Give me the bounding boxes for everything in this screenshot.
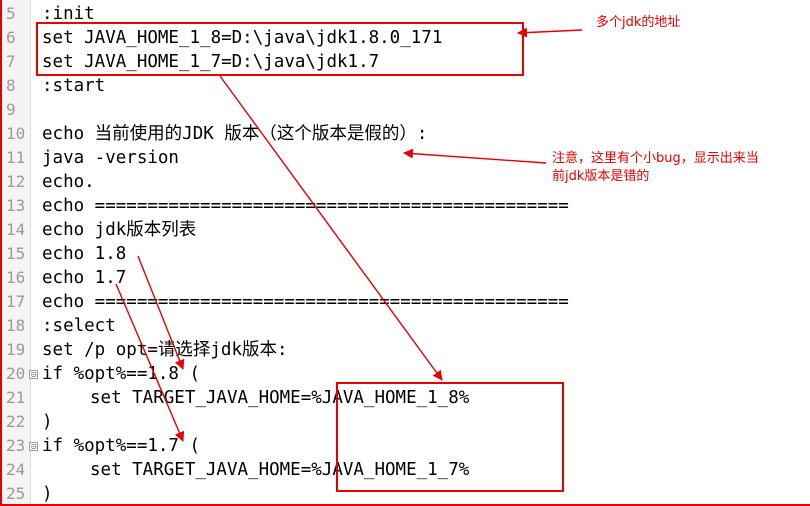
arrow-paths-to-vars	[219, 75, 443, 381]
line-number: 6	[6, 28, 16, 47]
annotation-note-bug-line2: 前jdk版本是错的	[552, 169, 650, 184]
line-number: 7	[6, 52, 16, 71]
line-number: 16	[6, 268, 26, 287]
code-text[interactable]: set TARGET_JAVA_HOME=%JAVA_HOME_1_8%	[90, 388, 470, 408]
code-line[interactable]: 6 set JAVA_HOME_1_8=D:\java\jdk1.8.0_171	[0, 26, 810, 50]
line-number: 5	[6, 4, 16, 23]
highlight-box-java-home-vars	[336, 382, 564, 492]
arrow-18-to-if	[137, 255, 185, 370]
line-number: 20	[6, 364, 26, 383]
code-text[interactable]: )	[42, 484, 53, 504]
line-number: 8	[6, 76, 16, 95]
code-line[interactable]: 7 set JAVA_HOME_1_7=D:\java\jdk1.7	[0, 50, 810, 74]
code-text[interactable]: set JAVA_HOME_1_8=D:\java\jdk1.8.0_171	[42, 28, 443, 48]
code-text[interactable]: :start	[42, 76, 106, 96]
code-text[interactable]: echo ===================================…	[42, 196, 569, 216]
line-number: 24	[6, 460, 26, 479]
line-number: 10	[6, 124, 26, 143]
code-line[interactable]: 11 java -version	[0, 146, 810, 170]
code-line[interactable]: 16 echo 1.7	[0, 266, 810, 290]
code-text[interactable]: echo.	[42, 172, 95, 192]
line-number: 17	[6, 292, 26, 311]
line-number: 14	[6, 220, 26, 239]
line-number: 22	[6, 412, 26, 431]
fold-toggle-icon[interactable]: ⊟	[29, 370, 38, 379]
code-text[interactable]: echo 当前使用的JDK 版本（这个版本是假的）:	[42, 124, 428, 144]
code-text[interactable]: echo 1.7	[42, 268, 127, 288]
code-line[interactable]: 10 echo 当前使用的JDK 版本（这个版本是假的）:	[0, 122, 810, 146]
annotation-note-bug: 注意，这里有个小bug，显示出来当 前jdk版本是错的	[552, 150, 802, 186]
code-line[interactable]: 17 echo ================================…	[0, 290, 810, 314]
code-line[interactable]: 8 :start	[0, 74, 810, 98]
code-line[interactable]: 25 )	[0, 482, 810, 506]
line-number: 12	[6, 172, 26, 191]
line-number: 9	[6, 100, 16, 119]
code-text[interactable]: :select	[42, 316, 116, 336]
code-line[interactable]: 9	[0, 98, 810, 122]
line-number: 11	[6, 148, 26, 167]
code-line[interactable]: 5 :init	[0, 2, 810, 26]
line-number: 15	[6, 244, 26, 263]
line-number: 21	[6, 388, 26, 407]
line-number: 23	[6, 436, 26, 455]
annotation-note-bug-line1: 注意，这里有个小bug，显示出来当	[552, 151, 759, 166]
code-text[interactable]: )	[42, 412, 53, 432]
code-text[interactable]: set TARGET_JAVA_HOME=%JAVA_HOME_1_7%	[90, 460, 470, 480]
code-text[interactable]: :init	[42, 4, 95, 24]
code-line[interactable]: 22 )	[0, 410, 810, 434]
code-text[interactable]: java -version	[42, 148, 179, 168]
annotation-note-addresses: 多个jdk的地址	[596, 15, 681, 30]
highlight-box-jdk-paths	[36, 22, 524, 76]
code-line[interactable]: 23 ⊟ if %opt%==1.7 (	[0, 434, 810, 458]
code-text[interactable]: echo 1.8	[42, 244, 127, 264]
code-line[interactable]: 13 echo ================================…	[0, 194, 810, 218]
code-line[interactable]: 15 echo 1.8	[0, 242, 810, 266]
code-line[interactable]: 12 echo.	[0, 170, 810, 194]
code-line[interactable]: 19 set /p opt=请选择jdk版本:	[0, 338, 810, 362]
code-text[interactable]: set JAVA_HOME_1_7=D:\java\jdk1.7	[42, 52, 380, 72]
arrow-17-to-if	[115, 283, 185, 442]
line-number: 19	[6, 340, 26, 359]
line-number: 13	[6, 196, 26, 215]
code-line[interactable]: 21 set TARGET_JAVA_HOME=%JAVA_HOME_1_8%	[0, 386, 810, 410]
line-number: 18	[6, 316, 26, 335]
code-text[interactable]: if %opt%==1.7 (	[42, 436, 201, 456]
fold-toggle-icon[interactable]: ⊟	[29, 442, 38, 451]
arrow-to-java-version	[403, 148, 547, 164]
code-text[interactable]: set /p opt=请选择jdk版本:	[42, 340, 288, 360]
code-text[interactable]: echo jdk版本列表	[42, 220, 197, 240]
line-number-gutter	[0, 0, 31, 506]
code-line[interactable]: 24 set TARGET_JAVA_HOME=%JAVA_HOME_1_7%	[0, 458, 810, 482]
arrow-to-paths-box	[517, 27, 583, 38]
code-line[interactable]: 14 echo jdk版本列表	[0, 218, 810, 242]
code-text[interactable]: echo ===================================…	[42, 292, 569, 312]
line-number: 25	[6, 484, 26, 503]
code-line[interactable]: 18 :select	[0, 314, 810, 338]
